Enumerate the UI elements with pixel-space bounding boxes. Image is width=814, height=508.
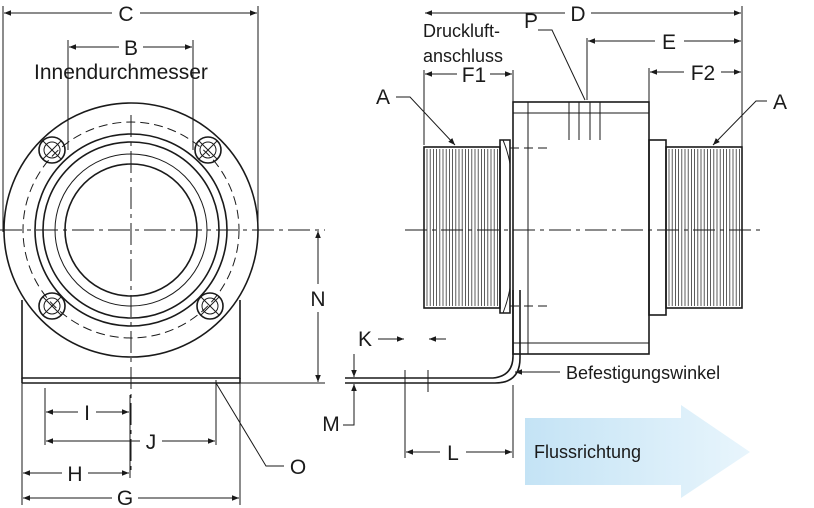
label-h: H [67,463,82,486]
label-k: K [358,328,372,351]
label-innendurchmesser: Innendurchmesser [34,61,208,84]
side-view [343,6,767,458]
coupling-body [512,101,650,355]
bolt-hole-top-left [38,136,66,164]
label-c: C [118,3,133,26]
label-a-right: A [773,91,787,114]
label-n: N [310,288,325,311]
bolt-hole-bottom-right [196,292,224,320]
label-o: O [290,456,306,479]
label-druckluft-line1: Druckluft- [423,21,500,41]
label-l: L [447,442,459,465]
label-p: P [524,10,538,33]
label-b: B [124,37,138,60]
label-f1: F1 [462,64,487,87]
label-j: J [146,431,157,454]
front-view [0,6,325,505]
label-d: D [570,3,585,26]
flow-direction-arrow [525,405,750,498]
label-a-left: A [376,86,390,109]
bolt-hole-top-right [194,136,222,164]
thread-right [665,146,743,309]
label-i: I [84,402,90,425]
mounting-bracket-side [345,290,521,384]
label-g: G [117,487,133,508]
bolt-hole-bottom-left [38,292,66,320]
label-e: E [662,31,676,54]
label-m: M [322,413,340,436]
label-befestigungswinkel: Befestigungswinkel [566,363,720,383]
label-f2: F2 [691,62,716,85]
label-flussrichtung: Flussrichtung [534,442,641,462]
label-druckluft-line2: anschluss [423,46,503,66]
